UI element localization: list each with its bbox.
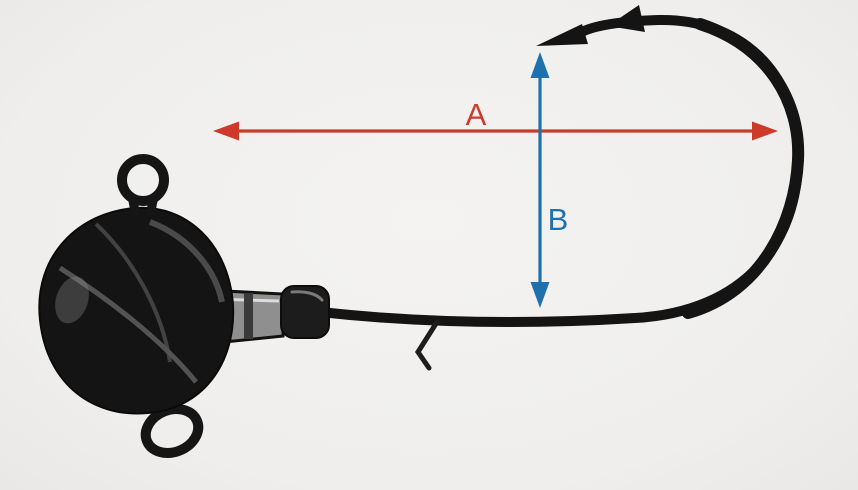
jig-head-body xyxy=(38,206,235,415)
jig-head-highlight xyxy=(58,265,198,384)
jig-head-glint xyxy=(55,276,89,324)
jig-head-highlight xyxy=(148,219,225,303)
jig-head-highlight xyxy=(94,222,172,363)
dimension-a-arrowhead-right xyxy=(752,121,778,141)
hook-point xyxy=(536,24,588,46)
dimension-b-arrowhead-bottom xyxy=(530,282,550,308)
jig-head xyxy=(38,206,235,415)
top-eyelet xyxy=(117,154,169,217)
keeper-spike xyxy=(415,319,440,371)
hook-wire-path xyxy=(315,14,804,327)
hook-barb xyxy=(608,5,645,32)
dimension-a-arrow: A xyxy=(213,97,778,141)
dimension-a-label: A xyxy=(466,97,487,132)
dimension-b-label: B xyxy=(548,202,569,237)
collar-flange-highlight xyxy=(290,290,324,302)
collar-band xyxy=(244,293,253,339)
hook-bend-thick xyxy=(682,18,805,319)
top-eyelet-ring xyxy=(117,154,169,206)
collar-flange xyxy=(280,285,330,339)
dimension-b-arrow: B xyxy=(530,52,569,308)
dimension-b-arrowhead-top xyxy=(530,52,550,78)
dimension-a-arrowhead-left xyxy=(213,121,239,141)
hook-wire xyxy=(315,5,805,327)
